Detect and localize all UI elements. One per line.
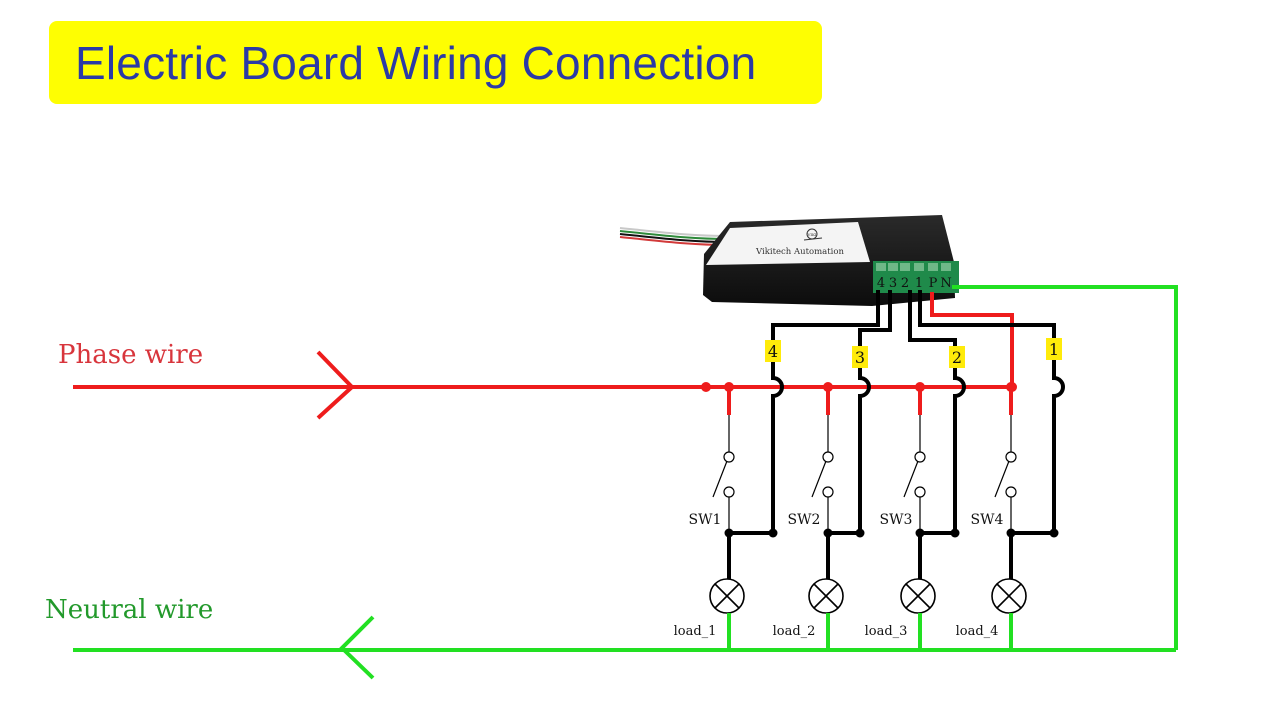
control-wire-drop xyxy=(953,363,966,533)
wire-junction xyxy=(915,528,925,538)
channel-3: SW3 load_3 2 xyxy=(865,346,966,650)
load-label: load_1 xyxy=(674,624,717,639)
terminal-screw xyxy=(914,263,924,271)
lamp-icon xyxy=(808,578,844,614)
neutral-wire-label: Neutral wire xyxy=(45,595,213,625)
load-feed-wire xyxy=(1009,531,1054,580)
channel-tag: 1 xyxy=(1046,338,1062,360)
phase-junction xyxy=(701,382,711,392)
switch-label: SW3 xyxy=(880,512,913,528)
control-wire-drop xyxy=(771,363,784,533)
terminal-label: P xyxy=(929,276,938,291)
load-label: load_2 xyxy=(773,624,816,639)
switch-sw3 xyxy=(903,415,926,533)
wire-junction xyxy=(855,528,865,538)
module-cable-white xyxy=(619,227,729,237)
neutral-arrow-icon xyxy=(339,615,375,680)
terminal-screw xyxy=(876,263,886,271)
neutral-wire: Neutral wire xyxy=(45,285,1178,680)
terminal-label: 2 xyxy=(901,276,909,291)
wire-junction xyxy=(724,528,734,538)
terminal-screw xyxy=(941,263,951,271)
channel-tag-text: 2 xyxy=(952,348,962,367)
terminal-screw xyxy=(928,263,938,271)
bulb-logo-icon: VIKI xyxy=(803,228,823,241)
logo-text: VIKI xyxy=(806,232,816,237)
terminal-label: N xyxy=(940,276,951,291)
module-brand-text: Vikitech Automation xyxy=(755,247,844,257)
load-label: load_3 xyxy=(865,624,908,639)
phase-wire: Phase wire xyxy=(58,292,1017,420)
terminal-screws xyxy=(876,263,951,271)
terminal-label: 4 xyxy=(877,276,885,291)
wire-junction xyxy=(768,528,778,538)
wire-junction xyxy=(1049,528,1059,538)
terminal-label: 3 xyxy=(889,276,897,291)
channel-tag-text: 3 xyxy=(855,348,865,367)
phase-arrow-icon xyxy=(316,350,355,420)
channel-tag: 4 xyxy=(765,340,781,362)
switch-label: SW4 xyxy=(971,512,1004,528)
channel-tag-text: 4 xyxy=(768,342,778,361)
module-cable-green xyxy=(619,230,729,240)
diagram-title: Electric Board Wiring Connection xyxy=(75,36,757,89)
phase-wire-label: Phase wire xyxy=(58,340,203,370)
terminal-screw xyxy=(900,263,910,271)
channel-1: SW1 load_1 4 xyxy=(674,340,784,650)
load-feed-wire xyxy=(727,531,773,580)
channel-tag: 2 xyxy=(949,346,965,368)
terminal-label: 1 xyxy=(915,276,923,291)
switch-sw1 xyxy=(712,415,735,533)
switch-label: SW1 xyxy=(689,512,722,528)
load-label: load_4 xyxy=(956,624,999,639)
switch-label: SW2 xyxy=(788,512,821,528)
control-wire-drop xyxy=(1052,363,1065,533)
phase-to-module-p xyxy=(930,292,1014,387)
lamp-icon xyxy=(900,578,936,614)
control-wire-drop xyxy=(858,363,871,533)
switch-sw2 xyxy=(811,415,834,533)
load-feed-wire xyxy=(826,531,860,580)
channel-4: SW4 load_4 1 xyxy=(956,338,1065,650)
channel-tag-text: 1 xyxy=(1049,340,1059,359)
lamp-icon xyxy=(991,578,1027,614)
module-label-sticker xyxy=(706,222,870,265)
load-feed-wire xyxy=(918,531,955,580)
channel-tag: 3 xyxy=(852,346,868,368)
title-banner: Electric Board Wiring Connection xyxy=(49,21,822,104)
neutral-to-module-n xyxy=(952,285,1178,650)
wire-junction xyxy=(950,528,960,538)
switch-sw4 xyxy=(994,415,1017,533)
lamp-icon xyxy=(709,578,745,614)
wire-junction xyxy=(1006,528,1016,538)
terminal-screw xyxy=(888,263,898,271)
wire-junction xyxy=(823,528,833,538)
channel-2: SW2 load_2 3 xyxy=(773,346,871,650)
